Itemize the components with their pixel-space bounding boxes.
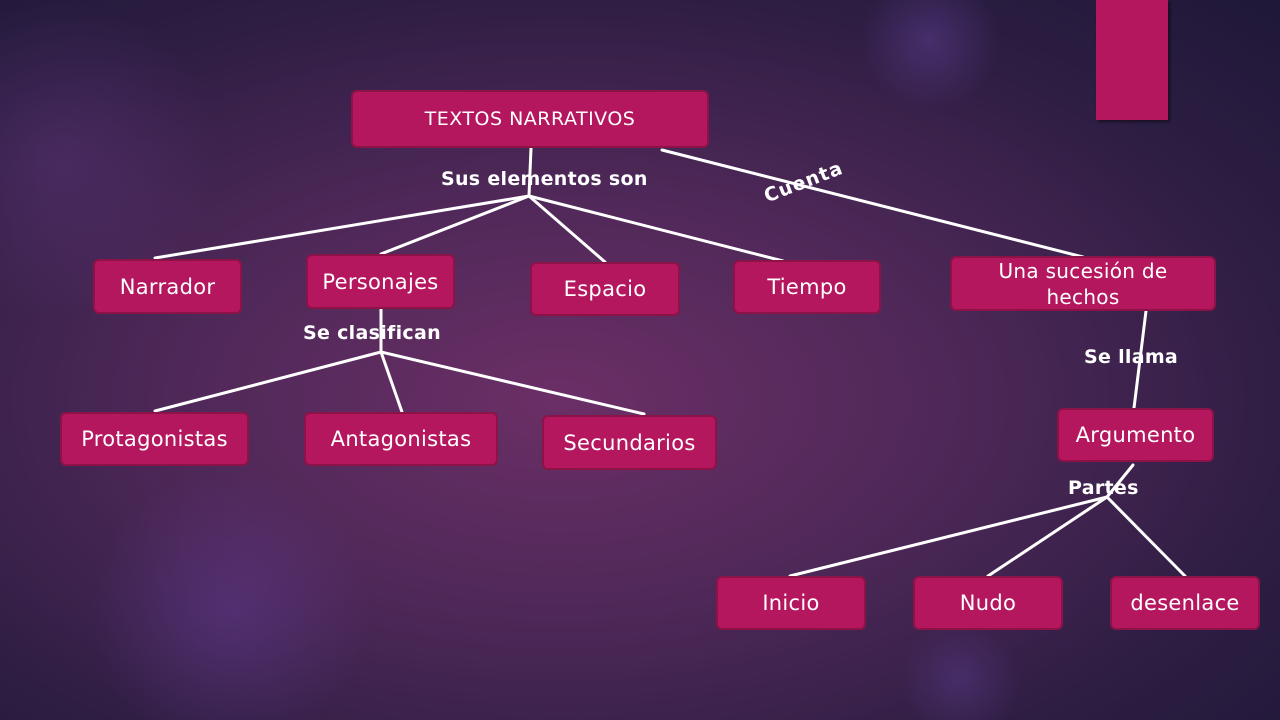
node-espacio: Espacio [530,262,680,316]
connector-hub-secundarios [379,350,646,416]
label-se-llama: Se llama [1084,346,1179,368]
accent-bar [1096,0,1168,120]
node-inicio: Inicio [716,576,866,630]
connector-hub-personajes [379,194,531,256]
connector-root-hub [527,146,533,198]
node-protagonistas: Protagonistas [60,412,249,466]
node-desenlace: desenlace [1110,576,1260,630]
node-narrador: Narrador [93,259,242,314]
connector-hub-protagonistas [153,350,383,413]
node-secundarios: Secundarios [542,415,717,470]
node-sucesion-de-hechos: Una sucesión de hechos [950,256,1216,311]
label-sus-elementos-son: Sus elementos son [441,168,648,190]
connector-sucesion-argumento [1132,309,1148,410]
node-antagonistas: Antagonistas [304,412,498,466]
connector-hub-narrador [153,194,531,260]
node-textos-narrativos: TEXTOS NARRATIVOS [351,90,709,148]
node-personajes: Personajes [306,254,455,309]
connector-hub-tiempo [527,194,785,263]
node-tiempo: Tiempo [733,260,881,314]
connector-hub-desenlace [1105,495,1187,578]
connector-root-sucesion [660,148,1085,259]
label-se-clasifican: Se clasifican [303,322,441,344]
connector-hub-inicio [788,495,1109,578]
connector-hub-antagonistas [379,350,404,414]
node-nudo: Nudo [913,576,1063,630]
node-argumento: Argumento [1057,408,1214,462]
label-partes: Partes [1068,477,1139,499]
connector-argumento-hub [1105,463,1135,499]
connector-hub-nudo [986,495,1109,578]
connector-hub-espacio [527,194,607,264]
